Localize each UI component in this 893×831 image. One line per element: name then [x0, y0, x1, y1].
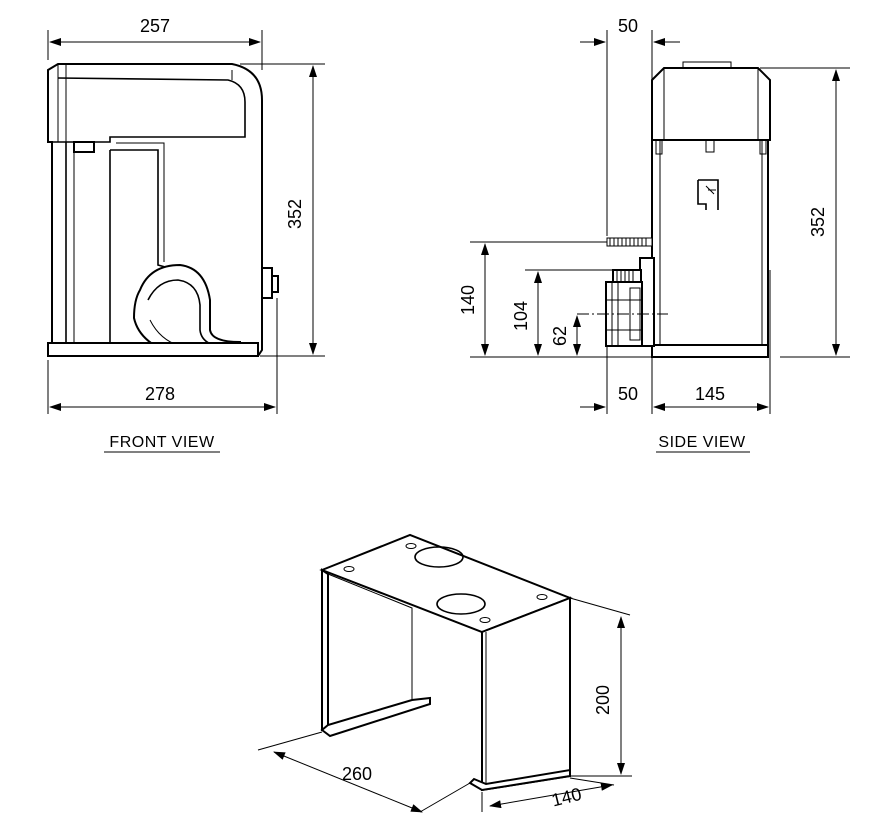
- front-view: 257 352 278 FRONT VIEW: [47, 16, 325, 453]
- side-top-cover: [651, 67, 771, 141]
- front-dim-257: 257: [140, 16, 170, 36]
- side-view-label: SIDE VIEW: [658, 434, 746, 451]
- front-cover: [47, 70, 246, 143]
- bracket-dim-200: 200: [593, 685, 613, 715]
- side-view: 50 352 140 104 62 50 145 SIDE VIEW: [458, 16, 850, 453]
- side-dim-62: 62: [550, 326, 570, 346]
- side-dim-145: 145: [695, 384, 725, 404]
- bracket-dim-260: 260: [342, 764, 372, 784]
- mounting-bracket: 260 140 200: [257, 533, 632, 813]
- bracket-hole-top: [414, 546, 464, 568]
- side-dim-140: 140: [458, 285, 478, 315]
- front-dim-278: 278: [145, 384, 175, 404]
- side-dim-50-bottom: 50: [618, 384, 638, 404]
- side-dim-104: 104: [511, 301, 531, 331]
- front-dim-352: 352: [285, 199, 305, 229]
- bracket-dim-140: 140: [550, 784, 584, 811]
- bracket-hole-bottom: [436, 593, 486, 615]
- side-dim-352: 352: [808, 207, 828, 237]
- front-view-label: FRONT VIEW: [109, 434, 215, 451]
- front-gear-cover: [132, 263, 241, 357]
- side-dim-50-top: 50: [618, 16, 638, 36]
- side-body: [651, 139, 769, 346]
